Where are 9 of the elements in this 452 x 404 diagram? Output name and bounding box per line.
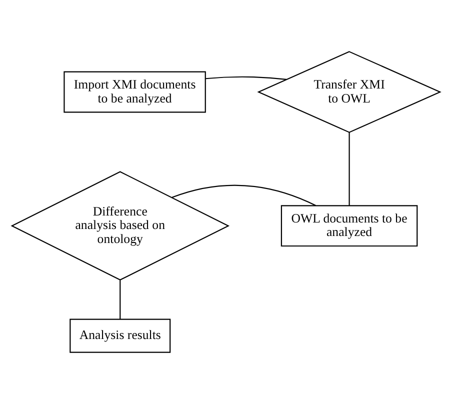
connector [206,76,286,80]
connector [172,184,316,206]
node-box: Analysis results [70,318,171,353]
node-diamond: Difference analysis based on ontology [10,171,230,281]
connector [348,132,350,206]
node-box: OWL documents to be analyzed [280,205,418,247]
node-diamond: Transfer XMI to OWL [257,51,442,133]
node-box: Import XMI documents to be analyzed [64,71,206,113]
connector [120,280,121,320]
